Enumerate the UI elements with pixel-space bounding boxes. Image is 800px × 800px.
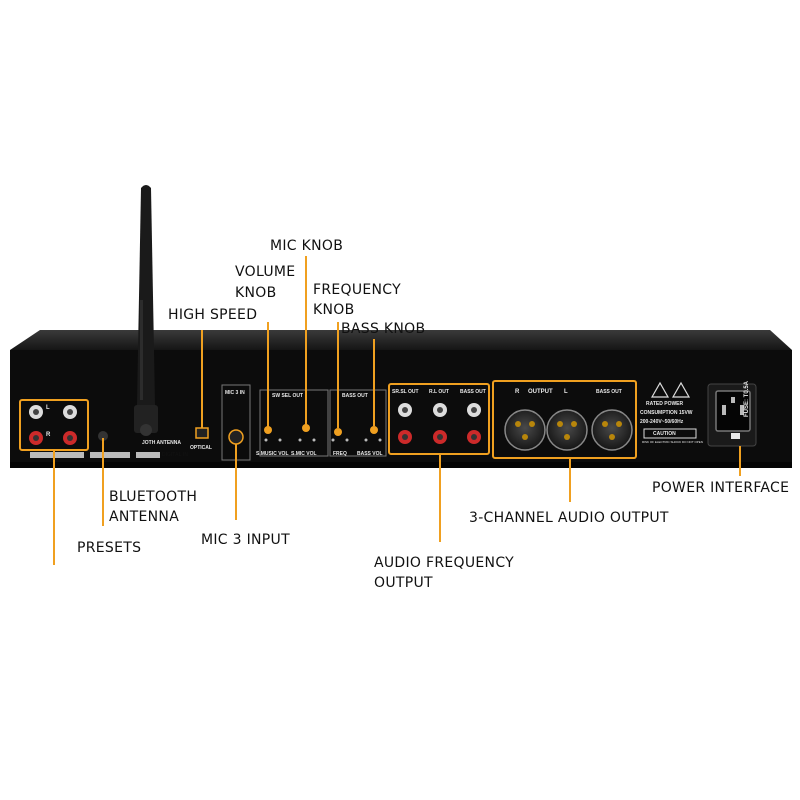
optical-label: OPTICAL (190, 445, 212, 451)
sr-sl-out-label: SR.SL OUT (392, 389, 419, 395)
frequency-knob-callout-line2: KNOB (313, 302, 355, 318)
rl-out-label: R.L OUT (429, 389, 449, 395)
output-r-label: R (515, 389, 520, 395)
warning-icon (650, 381, 691, 398)
digital-in-label: DIGITAL IN (162, 452, 188, 458)
bass-vol-label: BASS VOL (357, 451, 383, 457)
bass-out-xlr-label: BASS OUT (596, 389, 622, 395)
output-label: OUTPUT (528, 389, 553, 395)
sw-sel-out-label: SW SEL OUT (272, 393, 304, 399)
three-channel-output-callout: 3-CHANNEL AUDIO OUTPUT (469, 510, 669, 526)
volume-knob-callout-line1: VOLUME (235, 264, 296, 280)
volume-knob (264, 426, 272, 434)
fuse-label: FUSE: T0.5A (744, 380, 750, 417)
voltage-label: 200-240V~50/60Hz (640, 419, 684, 425)
bass-out-top-label: BASS OUT (342, 393, 368, 399)
volume-knob-callout-line2: KNOB (235, 285, 277, 301)
bass-out-label: BASS OUT (460, 389, 486, 395)
mic-knob (302, 424, 310, 432)
power-interface-callout: POWER INTERFACE (652, 480, 790, 496)
caution-sub-label: RISK OF ELECTRIC SHOCK DO NOT OPEN (642, 440, 703, 444)
consumption-label: CONSUMPTION 15VW (640, 410, 693, 416)
bluetooth-antenna-callout-line2: ANTENNA (109, 509, 180, 525)
rated-power-label: RATED POWER (646, 401, 684, 407)
frequency-knob (334, 428, 342, 436)
mic3-jack (228, 429, 244, 445)
high-speed-callout: HIGH SPEED (168, 307, 258, 323)
bass-knob (370, 426, 378, 434)
xlr-connector (591, 409, 633, 451)
output-l-label: L (564, 389, 568, 395)
bluetooth-antenna (134, 185, 158, 436)
xlr-output-block (492, 380, 637, 459)
callout-lines (53, 256, 741, 565)
s-mic-vol-label: S.MIC VOL (291, 451, 317, 457)
bluetooth-antenna-callout-line1: BLUETOOTH (109, 489, 198, 505)
audio-frequency-output-callout-line2: OUTPUT (374, 575, 433, 591)
freq-label: FREQ (333, 451, 347, 457)
chassis-top-edge (10, 330, 792, 350)
presets-knob (98, 431, 108, 441)
bass-knob-callout: BASS KNOB (341, 321, 426, 337)
rca-presets-block (19, 399, 89, 458)
presets-callout: PRESETS (77, 540, 142, 556)
xlr-connector (546, 409, 588, 451)
frequency-knob-callout-line1: FREQUENCY (313, 282, 401, 298)
audio-frequency-output-callout-line1: AUDIO FREQUENCY (374, 555, 514, 571)
caution-label: CAUTION (653, 431, 676, 437)
rca-l-label: L (46, 405, 50, 411)
mic-knob-callout: MIC KNOB (270, 238, 344, 254)
antenna-panel-label: JOTH ANTENNA (142, 440, 181, 446)
mic-in-label: MIC 3 IN (225, 390, 245, 396)
mic3-input-callout: MIC 3 INPUT (201, 532, 290, 548)
rca-r-label: R (46, 432, 51, 438)
optical-port (195, 427, 209, 439)
xlr-connector (504, 409, 546, 451)
s-music-vol-label: S.MUSIC VOL (256, 451, 289, 457)
power-inlet (707, 383, 757, 447)
